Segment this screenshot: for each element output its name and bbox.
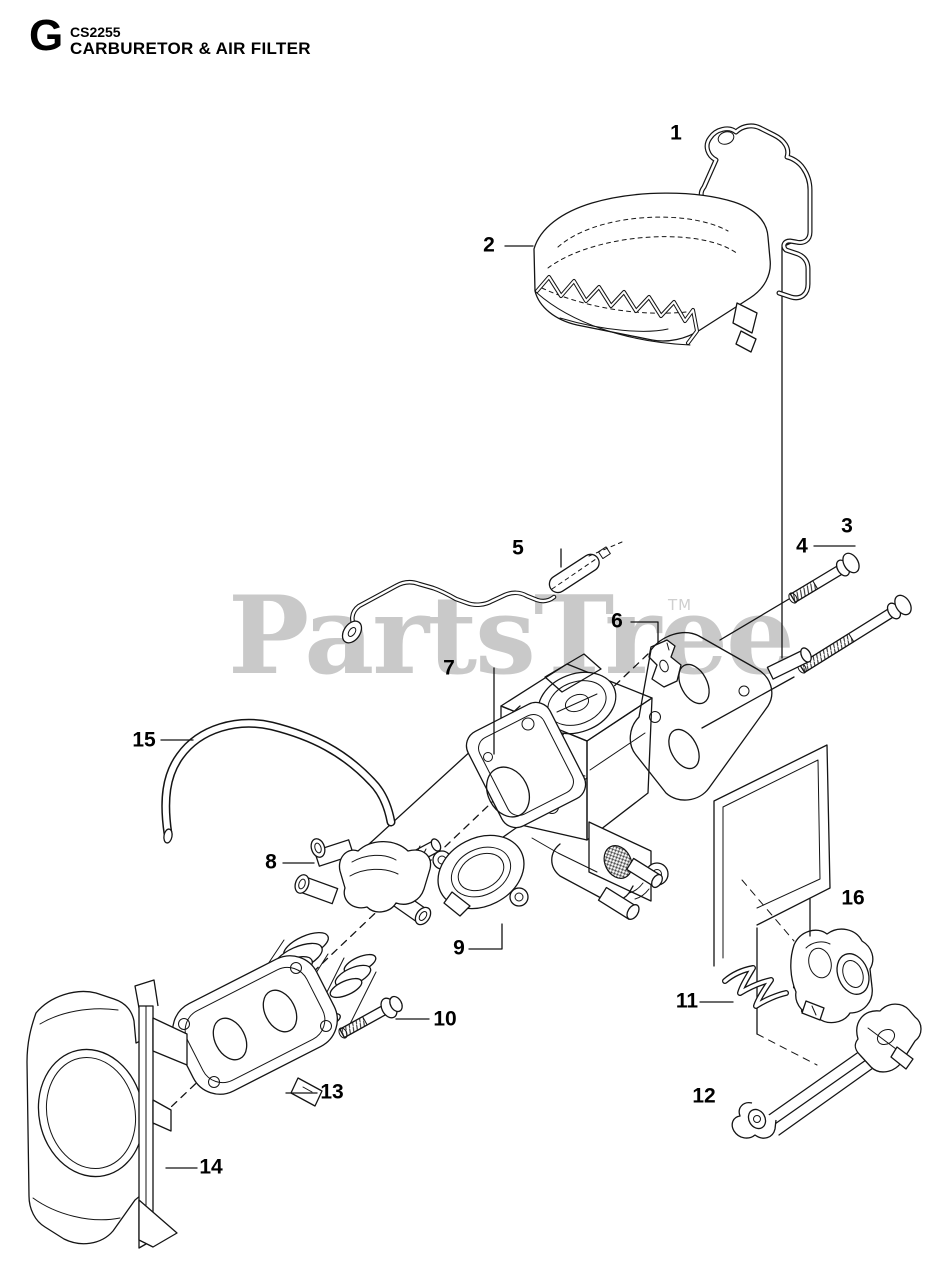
callout-12: 12 bbox=[692, 1084, 716, 1108]
callout-1: 1 bbox=[670, 121, 682, 145]
callout-14: 14 bbox=[199, 1155, 223, 1179]
part-16-choke-knob bbox=[790, 928, 874, 1024]
part-15-fuel-hose bbox=[161, 718, 396, 844]
part-6-bracket-clip bbox=[648, 639, 682, 688]
part-8-manifold-fitting bbox=[294, 838, 432, 926]
callout-leader-lines bbox=[160, 245, 856, 1169]
callout-10: 10 bbox=[433, 1007, 457, 1031]
part-5-fuel-line-and-filter bbox=[341, 541, 623, 644]
callout-6: 6 bbox=[611, 609, 623, 633]
callout-2: 2 bbox=[483, 233, 495, 257]
part-2-air-filter-cover bbox=[533, 192, 771, 353]
callout-11: 11 bbox=[675, 989, 699, 1013]
callout-3: 3 bbox=[841, 514, 853, 538]
baffle-panel-outline bbox=[713, 744, 831, 967]
part-9-clamp-ring bbox=[432, 834, 529, 917]
model-number: CS2255 bbox=[70, 24, 121, 40]
callout-15: 15 bbox=[132, 728, 156, 752]
part-4-bolt bbox=[797, 594, 912, 674]
part-14-filter-base-frame bbox=[26, 979, 188, 1249]
page-title: CARBURETOR & AIR FILTER bbox=[70, 39, 311, 58]
callout-4: 4 bbox=[796, 534, 808, 558]
part-12-lever-bracket bbox=[731, 1003, 922, 1139]
callout-16: 16 bbox=[841, 886, 865, 910]
callout-8: 8 bbox=[265, 850, 277, 874]
callout-5: 5 bbox=[512, 536, 524, 560]
part-13-intake-plate bbox=[172, 955, 338, 1107]
callout-13: 13 bbox=[320, 1080, 344, 1104]
part-7-carburetor bbox=[406, 632, 812, 920]
part-10-bolt bbox=[338, 995, 403, 1039]
part-1-wire-retainer-clip bbox=[698, 123, 813, 301]
watermark-tm: TM bbox=[668, 596, 693, 614]
callout-7: 7 bbox=[443, 656, 455, 680]
section-letter: G bbox=[29, 11, 64, 60]
callout-9: 9 bbox=[453, 936, 465, 960]
part-3-bolt bbox=[788, 552, 860, 604]
